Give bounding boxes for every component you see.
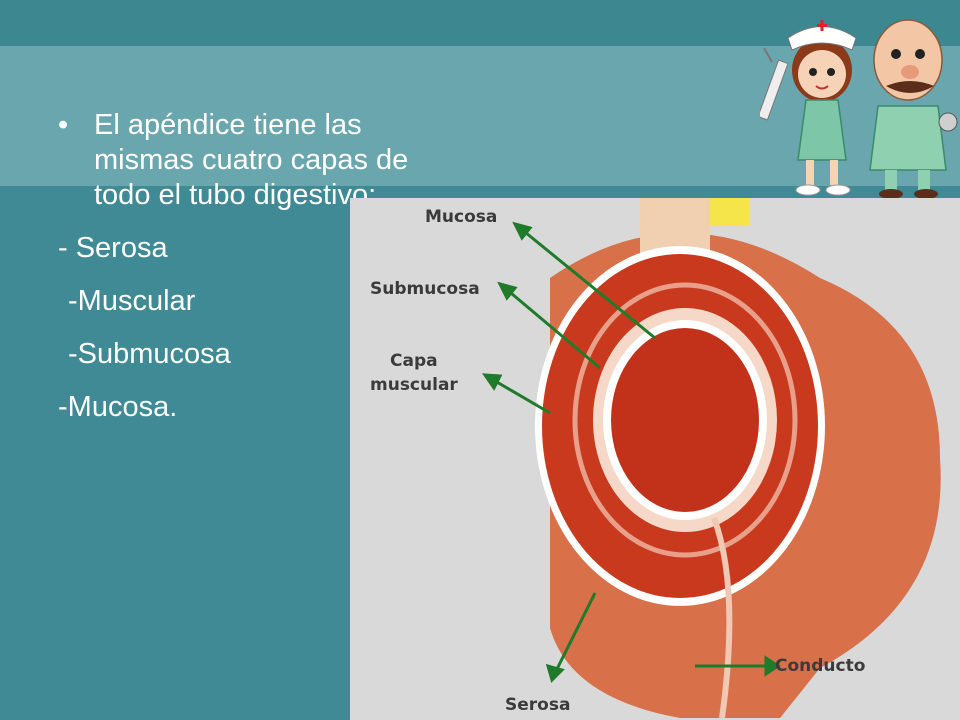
bullet-text: El apéndice tiene las mismas cuatro capa… <box>94 109 409 211</box>
label-serosa: Serosa <box>505 695 570 715</box>
bullet-item: • El apéndice tiene las mismas cuatro ca… <box>58 108 458 213</box>
label-conducto: Conducto <box>775 656 865 676</box>
label-submucosa: Submucosa <box>370 279 480 299</box>
label-capa: Capa <box>390 351 438 371</box>
label-muscular: muscular <box>370 375 458 395</box>
arrows <box>481 221 781 683</box>
slide-text: • El apéndice tiene las mismas cuatro ca… <box>58 108 458 425</box>
medical-staff-cartoon <box>760 19 958 199</box>
duct-line <box>711 516 733 719</box>
layer-mucosa: -Mucosa. <box>58 391 178 423</box>
layer-serosa: - Serosa <box>58 232 168 264</box>
bullet-dot-icon: • <box>58 109 69 141</box>
nurse-cartoon-icon <box>760 20 857 196</box>
muscular-band <box>572 282 798 558</box>
lumen <box>611 328 759 512</box>
layer-submucosa: -Submucosa <box>68 338 231 370</box>
label-mucosa: Mucosa <box>425 207 497 227</box>
doctor-cartoon-icon <box>869 19 958 199</box>
layer-muscular: -Muscular <box>68 285 196 317</box>
appendix-diagram: Mucosa Submucosa Capa muscular Conducto … <box>350 198 960 720</box>
